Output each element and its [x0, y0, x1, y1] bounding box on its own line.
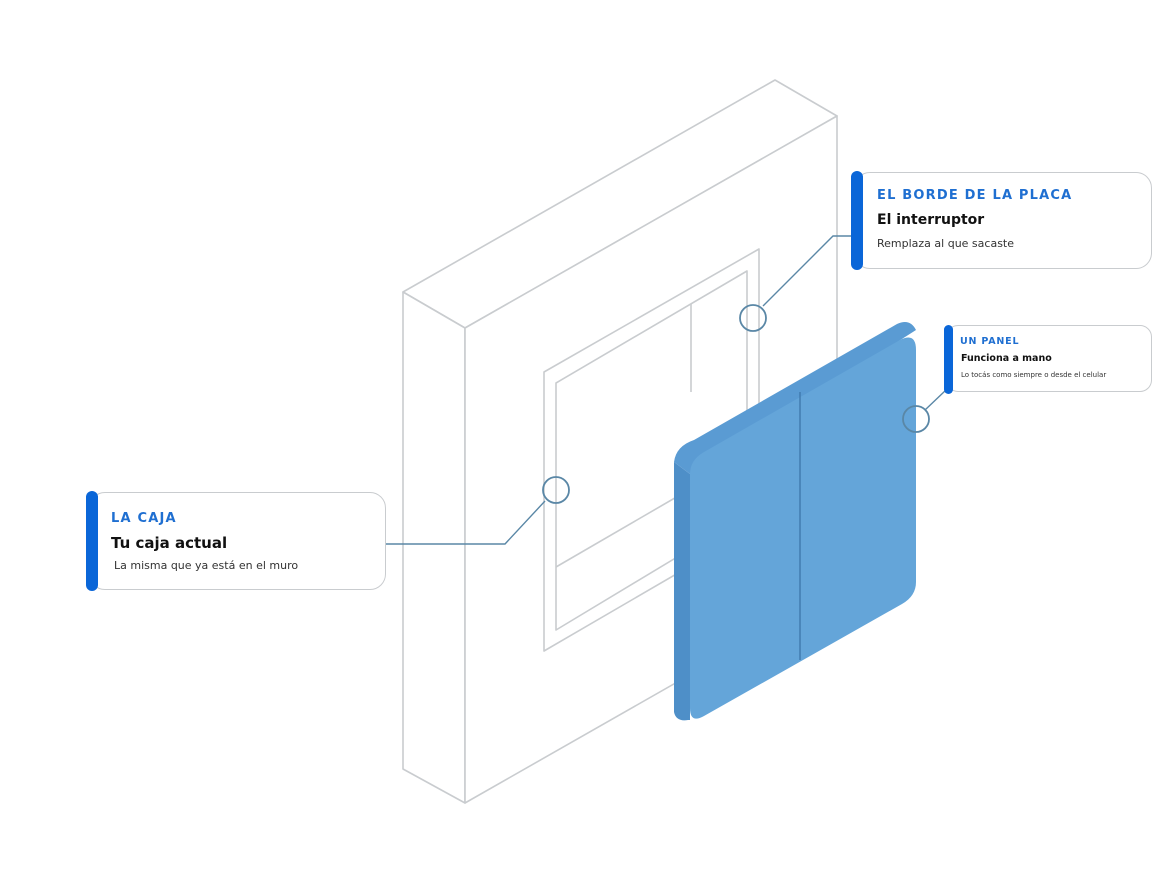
- switch-panel: [674, 322, 916, 721]
- leader-line-panel: [924, 389, 947, 411]
- callout-accent-bar: [851, 171, 863, 270]
- callout-kicker: UN PANEL: [960, 336, 1020, 347]
- callout-title: Funciona a mano: [961, 353, 1052, 364]
- pointer-circle-panel: [902, 405, 930, 433]
- callout-borde-placa: EL BORDE DE LA PLACA El interruptor Remp…: [851, 171, 1152, 270]
- callout-title: Tu caja actual: [111, 534, 228, 552]
- callout-description: La misma que ya está en el muro: [114, 559, 299, 572]
- pointer-circle-caja: [542, 476, 570, 504]
- callout-title: El interruptor: [877, 212, 985, 228]
- callout-caja: LA CAJA Tu caja actual La misma que ya e…: [86, 491, 386, 591]
- callout-accent-bar: [944, 325, 953, 394]
- callout-accent-bar: [86, 491, 98, 591]
- switch-panel-face: [690, 337, 916, 719]
- pointer-circle-borde: [739, 304, 767, 332]
- callout-description: Remplaza al que sacaste: [877, 237, 1015, 250]
- leader-line-borde: [762, 235, 854, 307]
- callout-panel: UN PANEL Funciona a mano Lo tocás como s…: [944, 325, 1152, 394]
- callout-description: Lo tocás como siempre o desde el celular: [961, 371, 1107, 379]
- switch-panel-side: [674, 462, 690, 721]
- wall-box-side-face: [402, 291, 466, 804]
- callout-kicker: EL BORDE DE LA PLACA: [877, 188, 1073, 203]
- recess-floor-line: [555, 494, 681, 568]
- leader-line-caja: [386, 500, 546, 545]
- callout-kicker: LA CAJA: [111, 511, 177, 526]
